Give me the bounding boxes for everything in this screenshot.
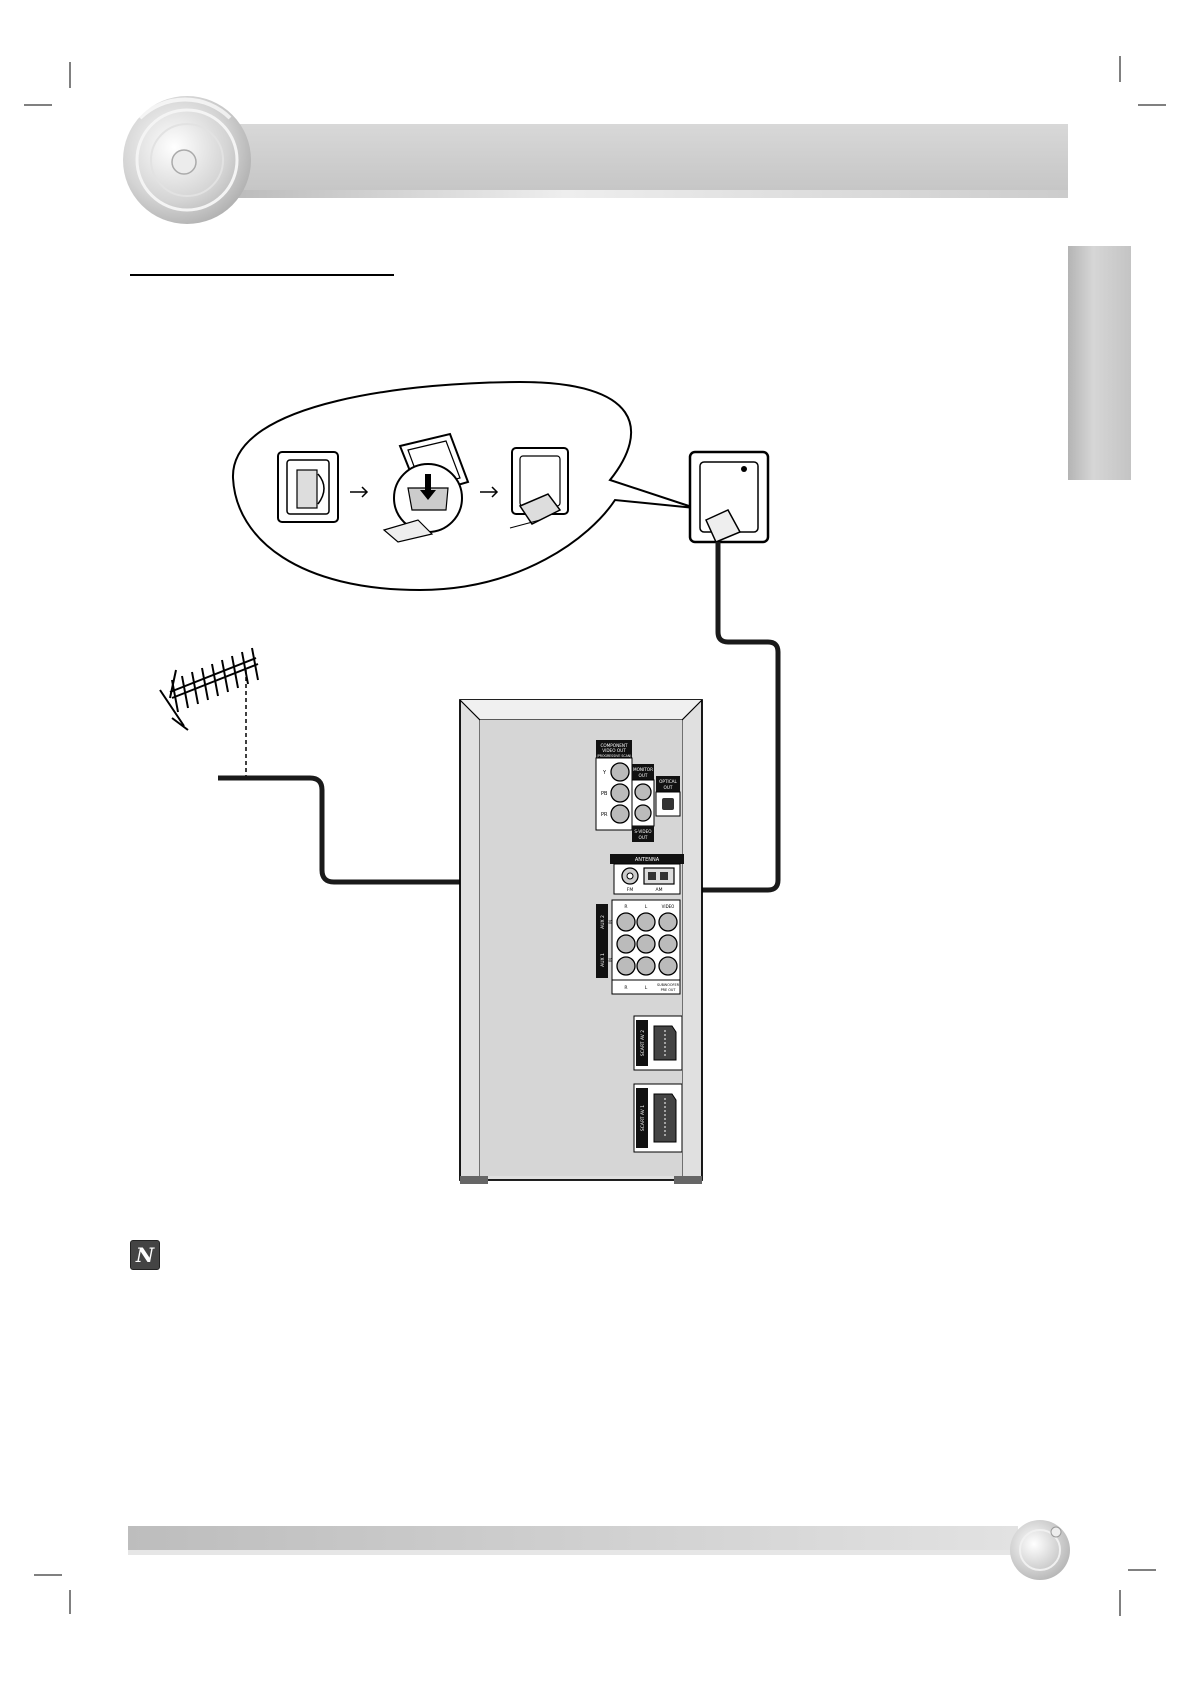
fm-outdoor-antenna [159, 647, 259, 731]
svg-text:SCART AV 2: SCART AV 2 [640, 1030, 646, 1056]
am-antenna-assembly-callout [231, 380, 696, 592]
svg-text:AUX 1: AUX 1 [600, 953, 606, 967]
arrow-right-icon [350, 486, 369, 498]
svg-text:IN: IN [608, 958, 613, 962]
am-antenna-cable [663, 542, 781, 893]
am-antenna-unfolding [382, 432, 470, 543]
svg-text:PB: PB [601, 791, 608, 797]
antenna-terminals: ANTENNA FM AM [610, 854, 684, 895]
svg-text:VIDEO OUT: VIDEO OUT [602, 748, 626, 753]
svg-text:R: R [624, 904, 627, 910]
svg-text:PR: PR [601, 812, 608, 818]
optical-out-jack: OPTICAL OUT [655, 776, 681, 817]
antenna-connection-diagram: COMPONENT VIDEO OUT (PROGRESSIVE SCAN) Y… [159, 380, 781, 1184]
svg-text:ANTENNA: ANTENNA [635, 857, 660, 863]
note-icon: N [130, 1240, 160, 1270]
main-unit-rear-panel: COMPONENT VIDEO OUT (PROGRESSIVE SCAN) Y… [459, 699, 703, 1184]
am-loop-antenna [688, 450, 770, 544]
section-underline [130, 274, 394, 276]
svg-text:MONITOR: MONITOR [633, 767, 653, 772]
am-antenna-assembled [509, 447, 569, 529]
svg-text:L: L [645, 985, 648, 991]
svg-text:IN: IN [608, 920, 613, 924]
fm-antenna-cable [218, 775, 636, 885]
scart-av1-connector: SCART AV 1 [633, 1083, 683, 1153]
component-video-out-jacks: COMPONENT VIDEO OUT (PROGRESSIVE SCAN) Y… [595, 740, 655, 842]
svg-text:COMPONENT: COMPONENT [600, 743, 628, 748]
svg-text:OUT: OUT [639, 835, 648, 840]
svg-text:SUBWOOFER: SUBWOOFER [657, 983, 680, 987]
svg-text:L: L [645, 904, 648, 910]
disc-icon [1010, 1520, 1070, 1580]
svg-text:R: R [624, 985, 627, 991]
page-footer-banner [128, 1520, 1070, 1580]
svg-text:PRE OUT: PRE OUT [661, 988, 677, 992]
svg-text:OUT: OUT [664, 785, 673, 790]
svg-text:FM: FM [627, 887, 634, 893]
arrow-right-icon [480, 486, 499, 498]
side-tab [1068, 246, 1131, 480]
svg-text:OUT: OUT [639, 773, 648, 778]
svg-text:S-VIDEO: S-VIDEO [634, 829, 652, 834]
svg-text:SCART AV 1: SCART AV 1 [640, 1105, 646, 1131]
svg-text:VIDEO: VIDEO [662, 904, 675, 909]
disc-icon [123, 96, 251, 224]
page-header-banner [123, 96, 1068, 224]
am-antenna-folded [277, 451, 339, 523]
svg-text:OPTICAL: OPTICAL [659, 779, 677, 784]
scart-av2-connector: SCART AV 2 [633, 1015, 683, 1071]
svg-text:AUX 2: AUX 2 [600, 915, 606, 929]
svg-text:AM: AM [656, 887, 663, 893]
svg-text:(PROGRESSIVE SCAN): (PROGRESSIVE SCAN) [597, 754, 632, 758]
svg-text:Y: Y [602, 770, 607, 776]
aux-input-jacks: R L VIDEO AUX 2 AUX 1 IN IN R L SUBWOOFE… [596, 899, 681, 995]
